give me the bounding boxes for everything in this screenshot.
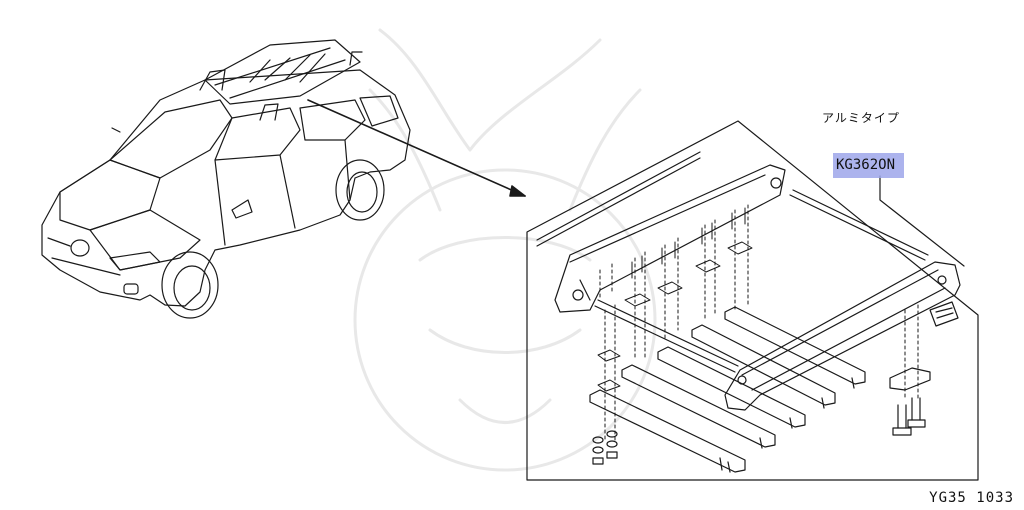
vehicle-suv — [41, 39, 411, 319]
callout-leader — [879, 175, 965, 267]
mounting-hardware — [597, 204, 919, 441]
front-clamp-bolts — [889, 301, 959, 436]
crossbar-tube — [594, 189, 929, 373]
front-roof-rail — [724, 261, 961, 411]
part-number-highlight — [833, 153, 904, 178]
rear-roof-rail — [536, 151, 786, 313]
variant-label: アルミタイプ — [822, 111, 900, 125]
mounting-plates — [589, 306, 866, 473]
nuts-washers — [592, 430, 618, 465]
watermark-emblem — [353, 28, 657, 472]
detail-frame — [526, 120, 979, 481]
pointer-arrow — [307, 99, 526, 197]
part-number-callout[interactable]: KG362ON — [836, 157, 895, 173]
part-number-highlighted-text: KG362 — [836, 157, 879, 173]
diagram-reference-code: YG35 1033 — [929, 490, 1014, 506]
part-number-suffix-text: ON — [878, 157, 896, 173]
